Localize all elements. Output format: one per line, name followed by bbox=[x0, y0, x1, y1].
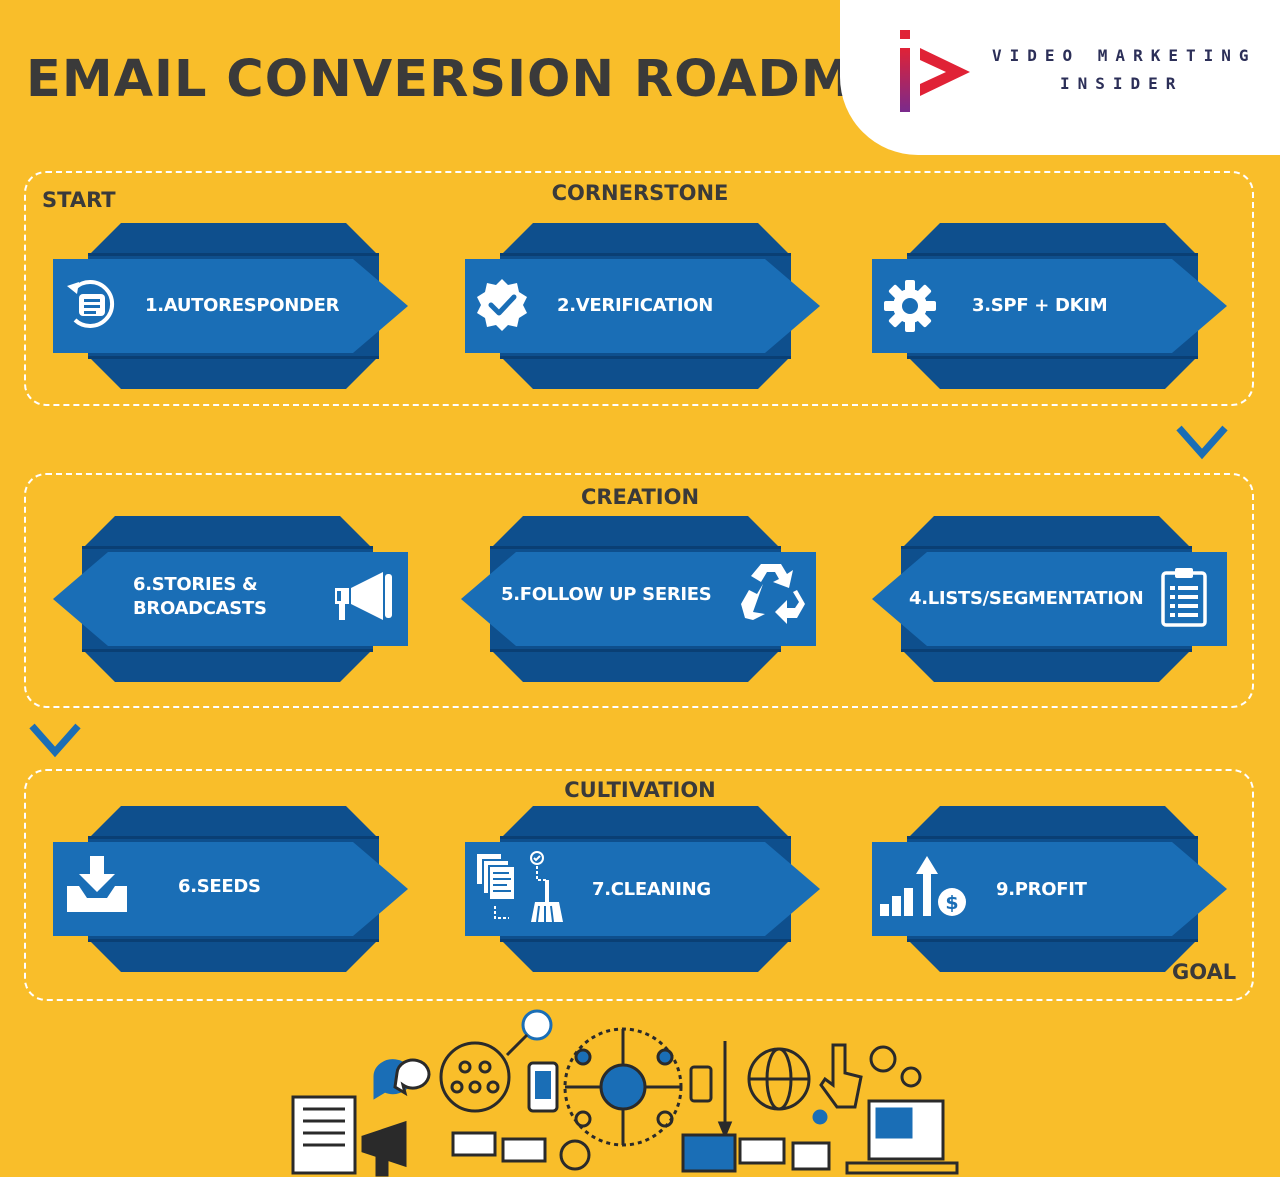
marketing-illustration bbox=[291, 1009, 959, 1177]
inbox-download-icon bbox=[67, 856, 127, 912]
play-logo-icon bbox=[900, 30, 970, 112]
stage-cornerstone-box bbox=[24, 171, 1254, 406]
documents-cleaning-icon bbox=[477, 851, 563, 923]
step-profit: $ 9.PROFIT bbox=[872, 806, 1227, 972]
stage-label-cornerstone: CORNERSTONE bbox=[551, 181, 729, 205]
svg-text:$: $ bbox=[945, 892, 958, 914]
step-stories-broadcasts: 6.STORIES & BROADCASTS bbox=[53, 516, 408, 682]
step-follow-up-series: 5.FOLLOW UP SERIES bbox=[461, 516, 816, 682]
gear-icon bbox=[884, 280, 936, 332]
page-title: EMAIL CONVERSION ROADMAP bbox=[26, 50, 932, 109]
step-label-line2: BROADCASTS bbox=[133, 598, 267, 619]
stage-label-creation: CREATION bbox=[580, 485, 700, 509]
step-label: 6.STORIES & BROADCASTS bbox=[133, 573, 267, 621]
step-autoresponder: 1.AUTORESPONDER bbox=[53, 223, 408, 389]
growth-chart-dollar-icon: $ bbox=[880, 856, 966, 916]
step-spf-dkim: 3.SPF + DKIM bbox=[872, 223, 1227, 389]
stage-label-cultivation: CULTIVATION bbox=[564, 778, 716, 802]
chevron-down-icon bbox=[1176, 425, 1228, 460]
step-label: 2.VERIFICATION bbox=[557, 295, 714, 316]
step-label: 3.SPF + DKIM bbox=[972, 295, 1108, 316]
stage-cultivation-box bbox=[24, 769, 1254, 1001]
step-label: 4.LISTS/SEGMENTATION bbox=[909, 588, 1144, 609]
stage-creation-box bbox=[24, 473, 1254, 708]
logo-text-line1: VIDEO MARKETING bbox=[992, 46, 1257, 65]
step-verification: 2.VERIFICATION bbox=[465, 223, 820, 389]
autoresponder-icon bbox=[67, 280, 115, 328]
chevron-down-icon bbox=[29, 723, 81, 758]
step-cleaning: 7.CLEANING bbox=[465, 806, 820, 972]
step-label-line1: 6.STORIES & bbox=[133, 574, 258, 595]
step-label: 1.AUTORESPONDER bbox=[145, 295, 340, 316]
start-label: START bbox=[42, 188, 116, 212]
step-label: 6.SEEDS bbox=[178, 876, 261, 897]
step-label: 9.PROFIT bbox=[996, 879, 1087, 900]
step-label: 5.FOLLOW UP SERIES bbox=[501, 584, 712, 605]
logo-text-line2: INSIDER bbox=[1060, 74, 1184, 93]
megaphone-icon bbox=[335, 572, 392, 620]
recycle-icon bbox=[741, 564, 805, 624]
brand-logo: VIDEO MARKETING INSIDER bbox=[840, 0, 1280, 155]
goal-label: GOAL bbox=[1172, 960, 1237, 984]
step-label: 7.CLEANING bbox=[592, 879, 711, 900]
step-lists-segmentation: 4.LISTS/SEGMENTATION bbox=[872, 516, 1227, 682]
verified-badge-icon bbox=[477, 279, 527, 331]
clipboard-list-icon bbox=[1161, 568, 1207, 627]
step-seeds: 6.SEEDS bbox=[53, 806, 408, 972]
